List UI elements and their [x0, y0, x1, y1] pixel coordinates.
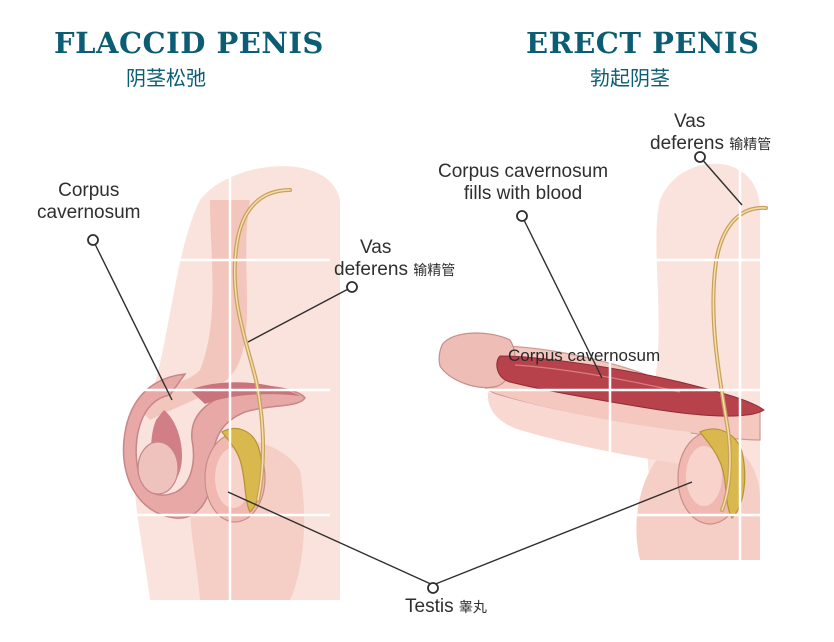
erect-penis: [438, 332, 765, 470]
corpus-cavernosum-label-left: Corpus cavernosum: [37, 180, 141, 223]
flaccid-scrotum: [204, 427, 266, 523]
erect-scrotum: [677, 428, 746, 525]
overlay-grid: [130, 160, 800, 600]
flaccid-subtitle: 阴茎松弛: [126, 66, 206, 90]
corpus-cavernosum-label-right: Corpus cavernosum fills with blood: [438, 161, 609, 204]
testis-label: Testis 睾丸: [405, 596, 487, 617]
corpus-cavernosum-inner-label: Corpus cavernosum: [508, 346, 661, 365]
leader-dots: [87, 151, 706, 594]
vas-deferens-label-right: Vas deferens 输精管: [650, 111, 772, 154]
vas-deferens-label-left: Vas deferens 输精管: [334, 237, 456, 280]
leader-lines: [92, 156, 743, 586]
erect-title: ERECT PENIS: [526, 26, 760, 60]
erect-subtitle: 勃起阴茎: [590, 66, 670, 90]
flaccid-title: FLACCID PENIS: [54, 26, 324, 60]
